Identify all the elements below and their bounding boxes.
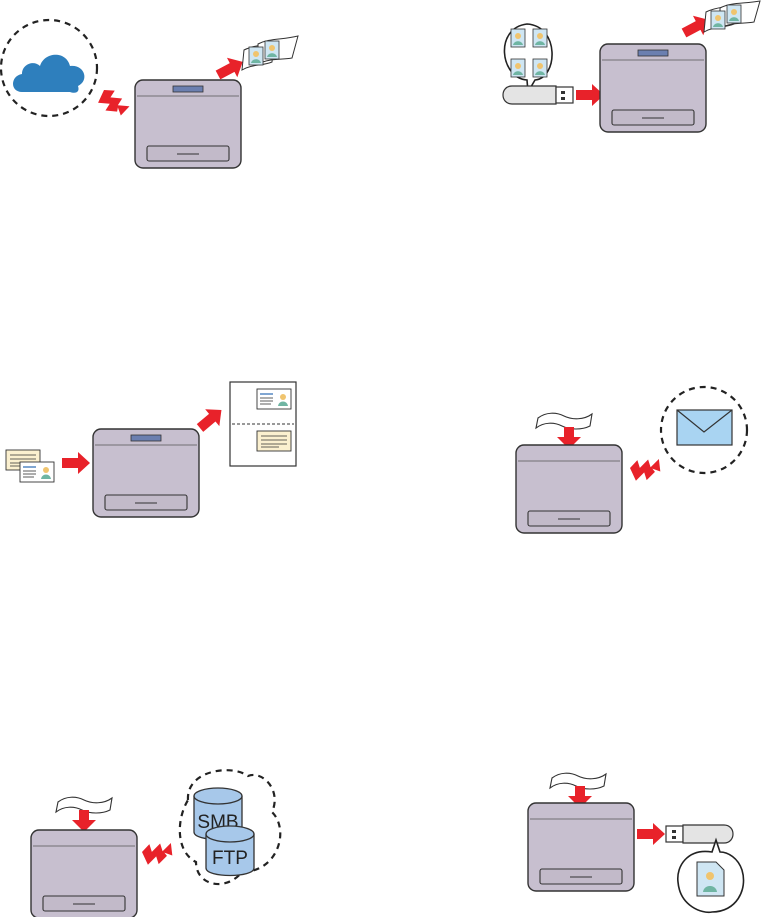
id-card-icon [20, 462, 54, 482]
output-arrow [193, 402, 229, 437]
usb-drive-icon [666, 825, 733, 843]
panel-cloud-print [1, 20, 298, 168]
printer-icon [93, 429, 199, 517]
input-arrow [62, 452, 90, 474]
wireless-arrow [140, 836, 176, 869]
printer-icon [31, 830, 137, 917]
usb-drive-icon [503, 86, 573, 104]
panel-scan-to-email [516, 387, 747, 533]
cloud-icon [13, 55, 84, 93]
paper-sheet-icon [536, 413, 592, 429]
panel-scan-to-server: SMB FTP [31, 770, 280, 917]
printer-icon [600, 44, 706, 132]
printer-icon [135, 80, 241, 168]
database-icon: FTP [206, 826, 254, 876]
printed-photos-icon [242, 36, 298, 70]
document-icon [697, 862, 724, 896]
copied-page-icon [230, 382, 296, 466]
printer-icon [528, 803, 634, 891]
panel-usb-print [503, 1, 760, 132]
envelope-icon [677, 410, 732, 445]
panel-scan-to-usb [528, 773, 744, 912]
wireless-arrow [96, 86, 132, 119]
wireless-arrow [628, 452, 664, 485]
usb-document-bubble [678, 840, 744, 912]
printer-icon [516, 445, 622, 533]
panel-id-card-copy [6, 382, 296, 517]
printed-photos-icon [704, 1, 760, 32]
usb-photos-bubble [504, 24, 552, 92]
output-arrow [637, 823, 665, 845]
ftp-label: FTP [212, 848, 248, 869]
